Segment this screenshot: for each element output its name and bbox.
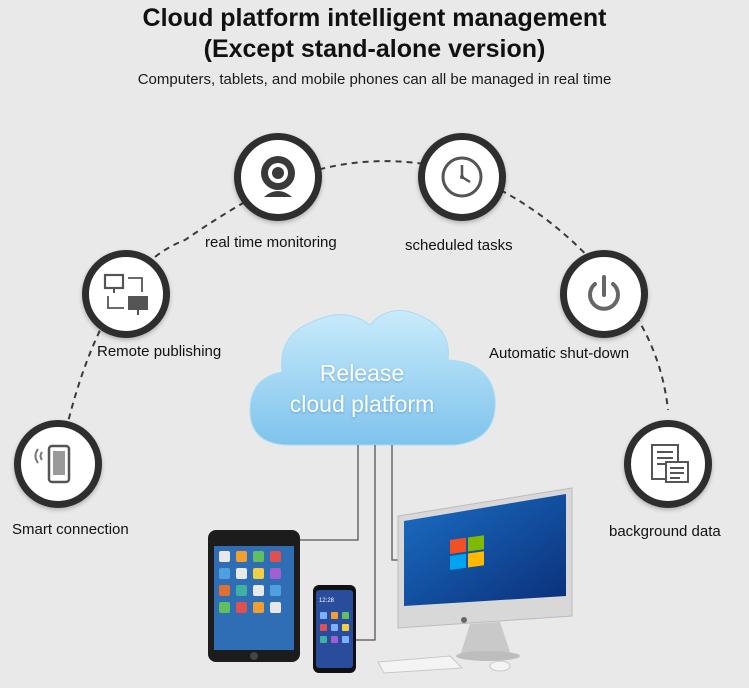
automatic-shutdown-node	[560, 250, 648, 338]
subtitle: Computers, tablets, and mobile phones ca…	[137, 71, 612, 88]
network-computers-icon	[103, 273, 148, 315]
smartphone-icon	[34, 444, 71, 484]
real-time-monitoring-label: real time monitoring	[205, 234, 337, 251]
background-data-label: background data	[609, 523, 721, 540]
smart-connection-node	[14, 420, 102, 508]
real-time-monitoring-node	[234, 133, 322, 221]
clock-icon	[441, 156, 483, 198]
webcam-icon	[261, 156, 295, 197]
data-document-icon	[651, 444, 689, 483]
cloud-label-line-1: Release	[319, 360, 405, 386]
power-icon	[588, 275, 620, 311]
desktop-computer-icon	[377, 487, 573, 674]
remote-publishing-node	[82, 250, 170, 338]
smartphone-device-icon	[313, 585, 356, 673]
tablet-device-icon	[208, 530, 300, 662]
automatic-shutdown-label: Automatic shut-down	[489, 345, 630, 362]
remote-publishing-label: Remote publishing	[97, 343, 222, 360]
scheduled-tasks-label: scheduled tasks	[405, 237, 513, 254]
phone-clock-text: 12:28	[319, 598, 335, 604]
scheduled-tasks-node	[418, 133, 506, 221]
windows-logo-icon	[450, 535, 484, 570]
release-cloud-icon	[249, 309, 496, 446]
cloud-label-line-2: cloud platform	[289, 391, 435, 417]
title-line-1: Cloud platform intelligent management	[142, 4, 607, 32]
cloud-label: Release cloud platform	[262, 358, 462, 420]
smart-connection-label: Smart connection	[12, 521, 129, 538]
title-line-2: (Except stand-alone version)	[203, 35, 546, 63]
background-data-node	[624, 420, 712, 508]
